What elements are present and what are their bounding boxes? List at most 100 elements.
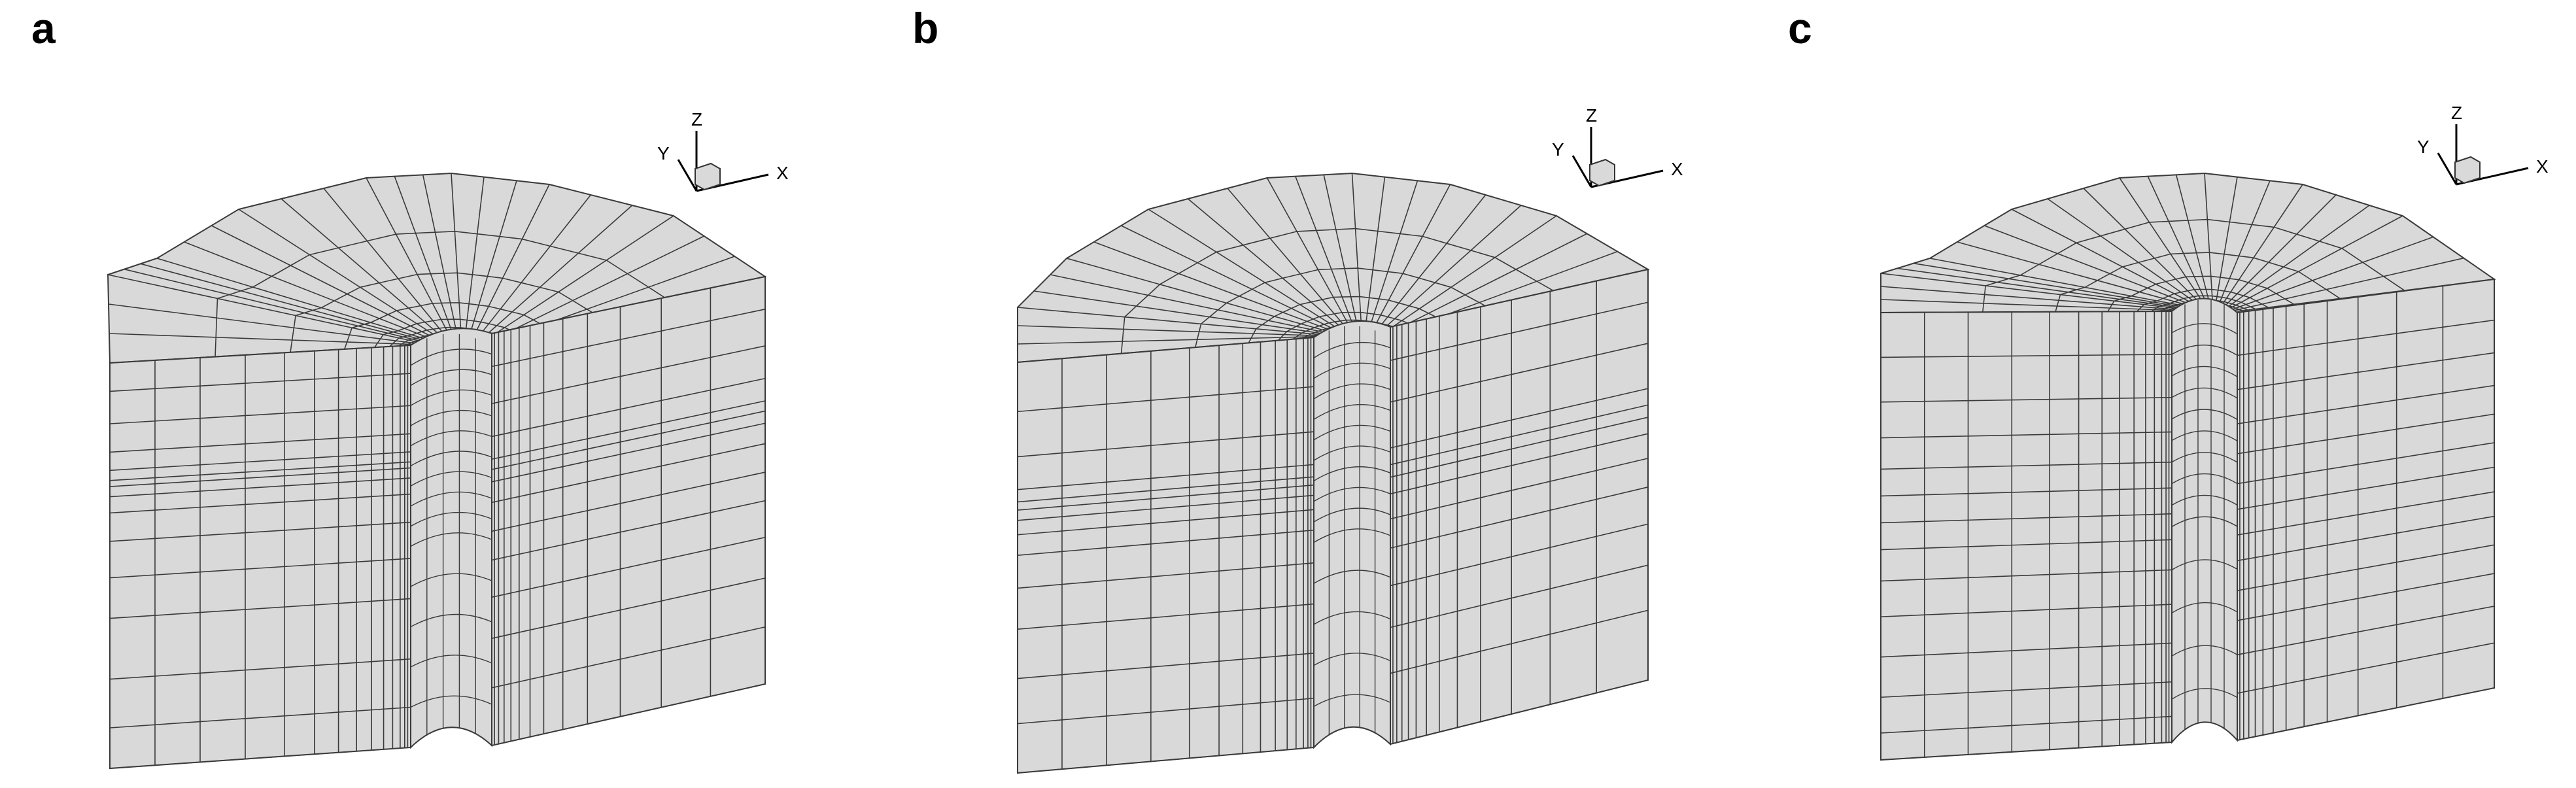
right-horizontal-line	[2237, 319, 2495, 356]
right-horizontal-line	[491, 626, 766, 689]
left-horizontal-line	[1017, 562, 1314, 589]
radial-line	[2234, 257, 2464, 311]
left-horizontal-line	[109, 433, 411, 453]
concentric-ring	[1195, 267, 1494, 348]
radial-line	[1093, 241, 1337, 333]
right-horizontal-line	[491, 683, 766, 746]
wellbore-ring	[1313, 445, 1391, 461]
right-horizontal-line	[491, 377, 766, 437]
left-horizontal-line	[1017, 431, 1314, 458]
right-face	[1390, 268, 1649, 745]
radial-line	[422, 175, 459, 339]
wellbore-ring	[2171, 559, 2238, 570]
wellbore-ring	[2171, 366, 2238, 377]
radial-line	[2011, 209, 2197, 306]
wellbore-ring	[1313, 383, 1391, 400]
right-horizontal-line	[1390, 523, 1649, 587]
radial-line	[1929, 258, 2189, 307]
left-horizontal-line	[1017, 747, 1314, 774]
radial-line	[1897, 267, 2183, 309]
mesh-b: ZXY	[1017, 105, 1683, 774]
right-horizontal-line	[1390, 301, 1649, 361]
radial-line	[1017, 307, 1324, 335]
left-horizontal-line	[1017, 603, 1314, 630]
wellbore-ring	[410, 491, 492, 507]
wellbore-bottom-opening	[2171, 721, 2238, 743]
left-horizontal-line	[1017, 509, 1314, 536]
left-horizontal-line	[1017, 476, 1314, 503]
radial-line	[1377, 205, 1522, 335]
radial-line	[211, 225, 438, 341]
x-axis-label: X	[1671, 159, 1683, 179]
radial-line	[1120, 225, 1340, 333]
concentric-ring	[2151, 295, 2256, 312]
right-horizontal-line	[2237, 442, 2495, 485]
left-horizontal-line	[1017, 386, 1314, 413]
radial-line	[2175, 175, 2211, 305]
left-horizontal-line	[109, 558, 411, 579]
left-horizontal-line	[109, 477, 411, 498]
wellbore-ring	[2171, 323, 2238, 335]
left-horizontal-line	[109, 451, 411, 471]
left-horizontal-line	[109, 706, 411, 728]
left-horizontal-line	[109, 345, 411, 364]
right-horizontal-line	[2237, 491, 2495, 536]
right-face	[491, 275, 766, 747]
left-horizontal-line	[1017, 652, 1314, 679]
z-axis-label: Z	[2451, 103, 2462, 123]
radial-line	[468, 180, 517, 341]
right-horizontal-line	[1390, 343, 1649, 403]
wellbore-ring	[410, 349, 492, 366]
wellbore-ring	[2171, 473, 2238, 485]
radial-line	[156, 258, 432, 341]
axis-cube	[1589, 158, 1615, 187]
concentric-ring	[290, 272, 602, 352]
radial-line	[1880, 299, 2175, 311]
radial-line	[2204, 173, 2214, 305]
radial-line	[124, 268, 424, 343]
left-horizontal-line	[1880, 461, 2172, 470]
concentric-ring	[2137, 288, 2269, 312]
wellbore-ring	[1313, 694, 1391, 707]
radial-line	[1880, 273, 2180, 309]
radial-line	[1383, 233, 1588, 337]
right-horizontal-line	[491, 276, 766, 334]
left-horizontal-line	[109, 373, 411, 392]
concentric-ring	[344, 302, 553, 350]
wellbore-ring	[1313, 424, 1391, 441]
radial-line	[1371, 184, 1451, 334]
left-horizontal-line	[1880, 513, 2172, 524]
y-axis-label: Y	[2417, 137, 2430, 157]
radial-line	[1033, 290, 1327, 335]
wellbore-ring	[410, 451, 492, 467]
radial-line	[1364, 177, 1386, 332]
radial-line	[2083, 188, 2203, 305]
radial-line	[109, 333, 415, 345]
right-horizontal-line	[2237, 385, 2495, 424]
radial-line	[108, 303, 418, 345]
left-horizontal-line	[1880, 431, 2172, 439]
radial-line	[394, 176, 455, 339]
wellbore-ring	[2171, 452, 2238, 463]
concentric-ring	[1982, 218, 2405, 313]
axis-cube	[2454, 156, 2481, 184]
left-horizontal-line	[1880, 742, 2172, 761]
y-axis-label: Y	[1552, 139, 1564, 160]
z-axis-label: Z	[691, 109, 702, 129]
left-horizontal-line	[1017, 697, 1314, 725]
wellbore	[2171, 298, 2238, 744]
left-horizontal-line	[1017, 484, 1314, 511]
wellbore-ring	[2171, 494, 2238, 506]
radial-line	[481, 215, 674, 343]
radial-line	[1227, 188, 1350, 332]
wellbore-ring	[1313, 570, 1391, 584]
concentric-ring	[1292, 319, 1409, 340]
wellbore-ring	[410, 471, 492, 487]
radial-line	[1957, 241, 2191, 307]
concentric-ring	[215, 230, 670, 357]
wellbore-ring	[410, 389, 492, 406]
radial-line	[1984, 225, 2194, 307]
left-horizontal-line	[1880, 397, 2172, 403]
wellbore-ring	[2171, 602, 2238, 613]
